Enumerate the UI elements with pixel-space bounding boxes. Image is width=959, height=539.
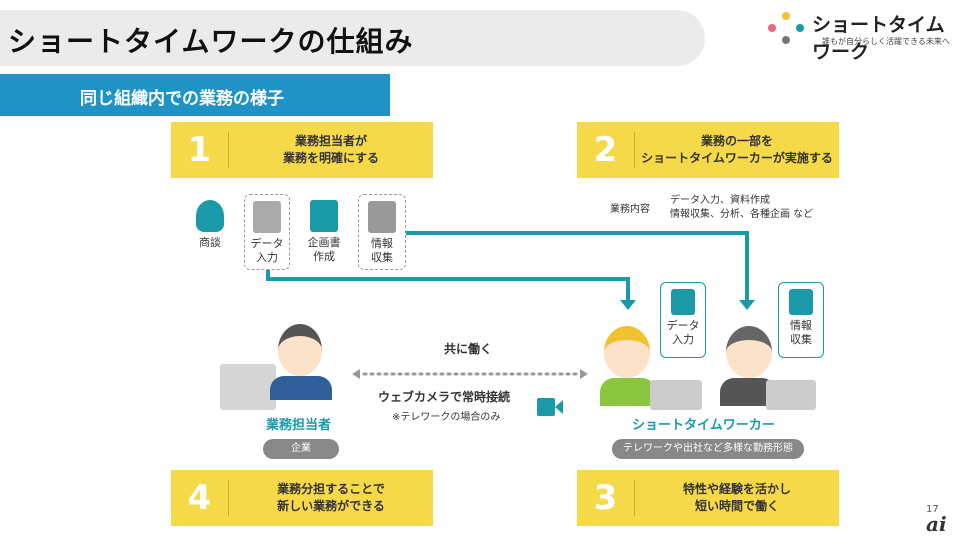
step-text: 業務担当者が: [294, 134, 367, 148]
left-role-pill: 企業: [263, 439, 339, 459]
section-subtitle: 同じ組織内での業務の様子: [0, 74, 390, 116]
task-negotiation: 商談: [188, 200, 232, 250]
task-label: データ: [250, 237, 284, 250]
bidirectional-arrow: [352, 364, 588, 379]
task-label: 作成: [313, 250, 335, 263]
arrow-head-icon: [739, 300, 755, 310]
title-bar: [0, 10, 705, 66]
document-icon: [310, 200, 338, 232]
task-label: 収集: [371, 251, 393, 264]
work-content-line: 情報収集、分析、各種企画 など: [670, 209, 814, 220]
step-text: 特性や経験を活かし: [682, 482, 791, 496]
page-title: ショートタイムワークの仕組み: [8, 25, 414, 58]
step-number: 4: [171, 480, 229, 516]
arrow-head-icon: [620, 300, 636, 310]
logo-text: ショートタイムワーク: [812, 14, 945, 63]
clipboard-icon: [789, 289, 813, 315]
left-role-label: 業務担当者: [266, 418, 332, 433]
task-label: 情報: [371, 237, 393, 250]
right-role-label: ショートタイムワーカー: [632, 418, 775, 433]
worker-task-research: 情報収集: [778, 282, 824, 358]
step-2: 2 業務の一部をショートタイムワーカーが実施する: [577, 122, 839, 178]
work-content-label: 業務内容: [610, 204, 650, 215]
step-4: 4 業務分担することで新しい業務ができる: [171, 470, 433, 526]
work-content-line: データ入力、資料作成: [670, 195, 770, 206]
spreadsheet-icon: [253, 201, 281, 233]
arrow-research: [406, 231, 749, 235]
arrow-data: [266, 277, 630, 281]
step-text: 業務を明確にする: [282, 151, 380, 165]
laptop-icon: [766, 380, 816, 410]
right-role-pill: テレワークや出社など多様な勤務形態: [612, 439, 804, 459]
step-1: 1 業務担当者が業務を明確にする: [171, 122, 433, 178]
step-number: 1: [171, 132, 229, 168]
arrow-data: [266, 270, 270, 280]
task-data-entry: データ入力: [244, 194, 290, 270]
task-label: 収集: [790, 333, 812, 346]
task-label: データ: [666, 319, 700, 332]
person-body: [270, 376, 332, 400]
step-text: ショートタイムワーカーが実施する: [641, 151, 833, 165]
worker-task-data: データ入力: [660, 282, 706, 358]
task-label: 情報: [790, 319, 812, 332]
logo-icon: [766, 10, 806, 46]
arrow-research-down: [745, 231, 749, 303]
task-research: 情報収集: [358, 194, 406, 270]
video-camera-icon: [537, 396, 563, 418]
together-label: 共に働く: [444, 342, 493, 356]
webcam-note: ※テレワークの場合のみ: [392, 412, 501, 423]
person-icon: [278, 324, 322, 376]
step-text: 業務分担することで: [277, 482, 385, 496]
spreadsheet-icon: [671, 289, 695, 315]
handshake-icon: [196, 200, 224, 232]
step-text: 短い時間で働く: [694, 499, 779, 513]
task-label: 入力: [256, 251, 278, 264]
task-label: 入力: [672, 333, 694, 346]
task-label: 商談: [199, 236, 221, 249]
person-body: [600, 378, 656, 406]
worker-woman-icon: [604, 326, 650, 378]
task-label: 企画書: [307, 236, 341, 249]
watermark-logo: ai: [926, 512, 947, 536]
page-number: 17: [926, 504, 939, 515]
step-number: 2: [577, 132, 635, 168]
clipboard-icon: [368, 201, 396, 233]
work-content-list: データ入力、資料作成情報収集、分析、各種企画 など: [670, 194, 813, 222]
step-text: 業務の一部を: [700, 134, 773, 148]
logo-tagline: 誰もが自分らしく活躍できる未来へ: [822, 37, 950, 46]
step-3: 3 特性や経験を活かし短い時間で働く: [577, 470, 839, 526]
monitor-icon: [220, 364, 276, 410]
task-planning: 企画書作成: [302, 200, 346, 264]
worker-man-icon: [726, 326, 772, 378]
laptop-icon: [650, 380, 702, 410]
step-text: 新しい業務ができる: [277, 499, 385, 513]
step-number: 3: [577, 480, 635, 516]
arrow-data-down: [626, 277, 630, 303]
webcam-label: ウェブカメラで常時接続: [378, 390, 511, 404]
